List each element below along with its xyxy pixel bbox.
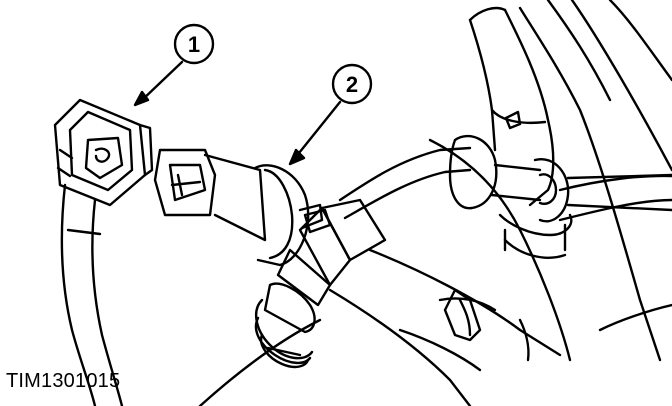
harness-connector: [53, 98, 154, 207]
callout-1: 1: [173, 23, 215, 65]
machine-background: [198, 0, 672, 406]
wire-harness: [60, 183, 124, 406]
callout-2-number: 2: [346, 72, 358, 97]
hose-line: [338, 134, 672, 259]
sensor-fitting: [254, 198, 387, 369]
callout-1-number: 1: [188, 32, 200, 57]
figure-id-label: TIM1301015: [6, 370, 121, 392]
callout-2: 2: [331, 63, 373, 105]
sensor-connector-plug: [153, 148, 324, 267]
callout-leaders: [133, 60, 342, 166]
